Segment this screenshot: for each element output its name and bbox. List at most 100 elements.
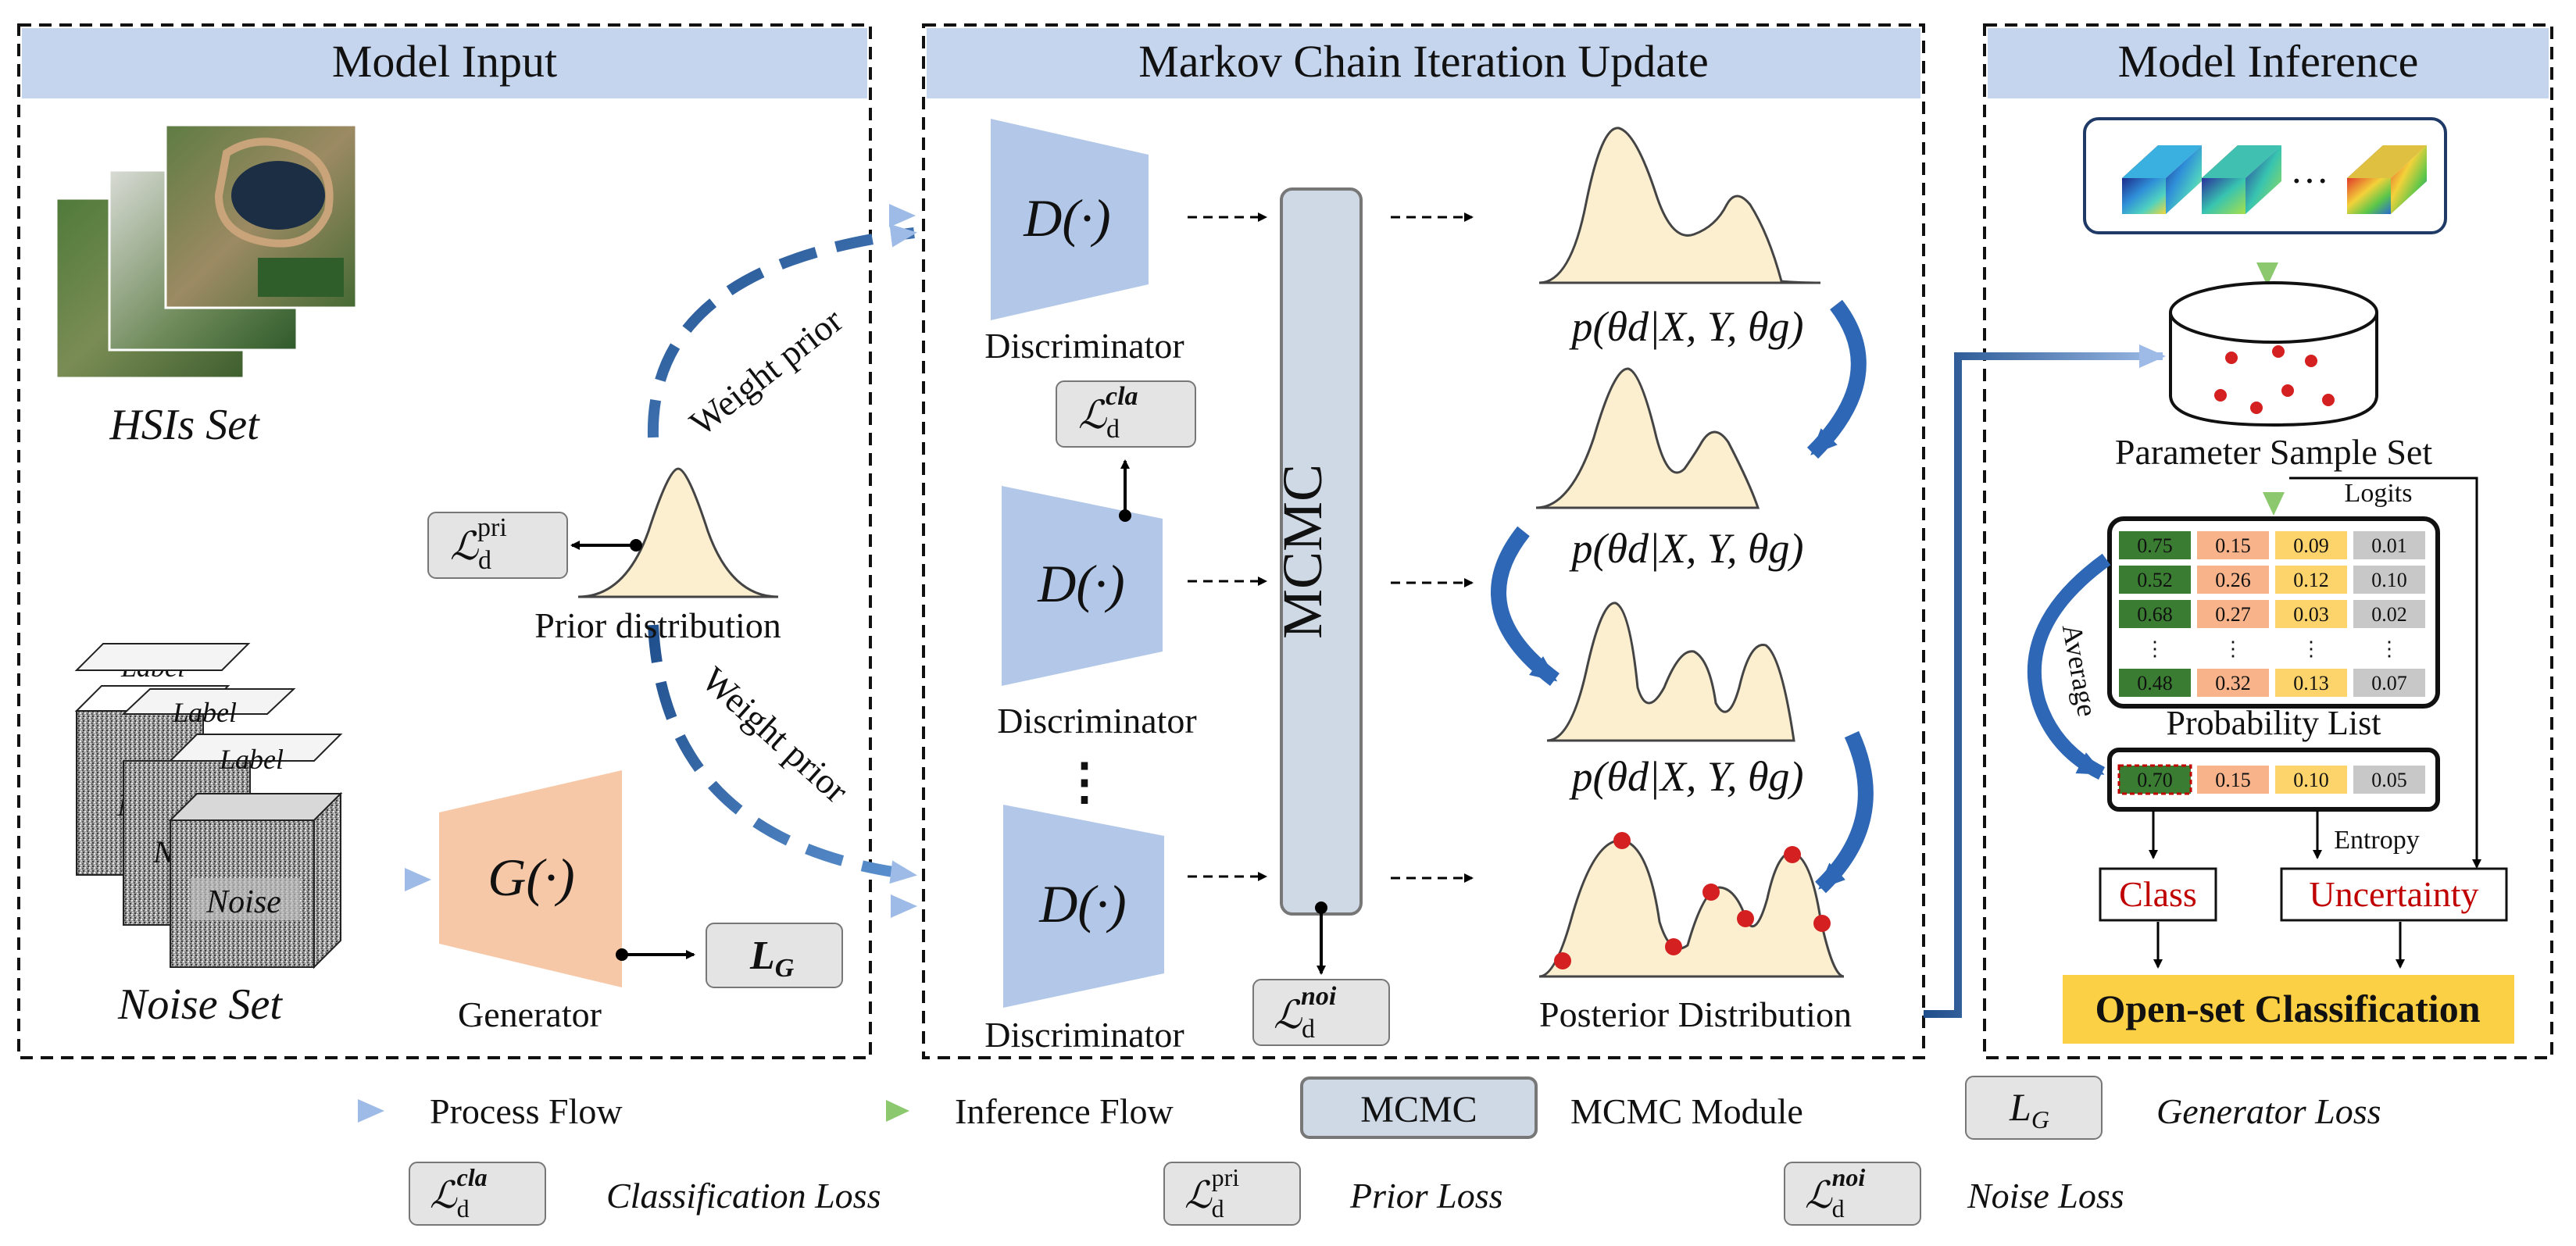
hsi-cube-thumbnails — [2122, 145, 2427, 214]
generator-symbol: G(·) — [488, 848, 574, 907]
svg-text:LG: LG — [2009, 1085, 2049, 1134]
markov-panel-frame — [922, 23, 1925, 1059]
prob-cell-bg — [2275, 600, 2347, 628]
noise-loss-box: ℒdnoi — [1252, 979, 1390, 1046]
legend-prior-loss-label: Prior Loss — [1349, 1176, 1503, 1216]
legend-noise-loss-box: ℒdnoi — [1784, 1162, 1921, 1226]
prob-cell: 0.52 — [2137, 569, 2173, 591]
discriminator-vertical-ellipsis: ⋮ — [1059, 754, 1109, 809]
class-box — [2099, 867, 2217, 922]
avg-cell-bg — [2197, 766, 2269, 794]
class-label: Class — [2119, 874, 2197, 914]
prob-cell-bg — [2275, 566, 2347, 594]
logits-label: Logits — [2345, 479, 2413, 508]
avg-cell-bg — [2117, 764, 2192, 795]
generator-loss-box: LG — [706, 923, 843, 988]
avg-cell: 0.70 — [2137, 769, 2173, 791]
uncertainty-box — [2280, 867, 2508, 922]
prob-cell-bg — [2119, 600, 2191, 628]
legend-mcmc-module-label: MCMC Module — [1570, 1091, 1803, 1131]
prob-cell-bg — [2353, 531, 2425, 559]
posterior-distribution-label: Posterior Distribution — [1539, 994, 1852, 1034]
chain-arrow-2 — [1491, 526, 1560, 686]
legend-generator-loss-box: LG — [1965, 1076, 2103, 1140]
avg-cell: 0.10 — [2293, 769, 2329, 791]
prob-cell-bg — [2197, 600, 2269, 628]
entropy-label: Entropy — [2334, 826, 2420, 855]
avg-cell-bg — [2275, 766, 2347, 794]
inference-panel-title: Model Inference — [2118, 36, 2419, 87]
prob-cell-bg — [2197, 531, 2269, 559]
openset-classification-box — [2063, 975, 2514, 1044]
posterior-to-sample-set-arrow — [1924, 345, 2166, 1018]
prob-cell: 0.48 — [2137, 672, 2173, 694]
avg-cell-bg — [2353, 766, 2425, 794]
svg-text:LG: LG — [749, 934, 795, 983]
prob-cell: 0.02 — [2371, 603, 2407, 626]
inference-panel-frame — [1983, 23, 2553, 1059]
distribution-1-curve — [1538, 127, 1821, 284]
svg-text:Label: Label — [172, 697, 237, 728]
svg-text:Label: Label — [219, 744, 284, 775]
svg-text:ℒdcla: ℒdcla — [430, 1163, 488, 1223]
parameter-sample-dots — [2214, 345, 2335, 414]
svg-text:ℒdnoi: ℒdnoi — [1274, 982, 1337, 1044]
markov-panel-title: Markov Chain Iteration Update — [1138, 36, 1709, 87]
chain-arrow-3 — [1815, 730, 1874, 894]
prob-cell: 0.10 — [2371, 569, 2407, 591]
prob-cell-bg — [2275, 531, 2347, 559]
prob-cell: 0.07 — [2371, 672, 2407, 694]
weight-prior-lower-arc — [648, 624, 917, 884]
discriminator-3-shape — [1003, 805, 1164, 1008]
openset-classification-label: Open-set Classification — [2095, 987, 2480, 1030]
posterior-sample-points — [1554, 832, 1831, 969]
discriminator-2-shape — [1002, 486, 1163, 686]
parameter-sample-set-label: Parameter Sample Set — [2115, 432, 2432, 472]
input-panel-title: Model Input — [332, 36, 557, 87]
generator-label: Generator — [458, 994, 602, 1034]
prob-cell: ⋮ — [2301, 637, 2321, 660]
prob-cell: 0.01 — [2371, 534, 2407, 557]
prob-cell: 0.12 — [2293, 569, 2329, 591]
noise-cube-stack: Label N Label N Label Noise — [74, 643, 343, 969]
legend-classification-loss-box: ℒdcla — [409, 1162, 546, 1226]
legend-noise-loss-label: Noise Loss — [1967, 1176, 2124, 1216]
chain-arrow-1 — [1806, 299, 1867, 459]
prob-cell-bg — [2119, 566, 2191, 594]
prob-cell: 0.75 — [2137, 534, 2173, 557]
discriminator-2-symbol: D(·) — [1037, 554, 1124, 613]
uncertainty-label: Uncertainty — [2309, 874, 2478, 914]
avg-cell: 0.05 — [2371, 769, 2407, 791]
classification-loss-box: ℒdcla — [1056, 380, 1196, 448]
svg-text:ℒdpri: ℒdpri — [450, 513, 507, 575]
discriminator-1-symbol: D(·) — [1023, 188, 1110, 248]
prob-cell: ⋮ — [2379, 637, 2399, 660]
noise-cube-label: Noise — [205, 884, 281, 920]
legend-generator-loss-label: Generator Loss — [2156, 1091, 2381, 1131]
prob-cell: 0.68 — [2137, 603, 2173, 626]
avg-cell: 0.15 — [2215, 769, 2251, 791]
discriminator-2-label: Discriminator — [997, 701, 1197, 741]
generator-shape — [439, 770, 622, 987]
prob-cell: 0.27 — [2215, 603, 2251, 626]
prob-cell: 0.15 — [2215, 534, 2251, 557]
distribution-2-formula: p(θd|X, Y, θg) — [1569, 525, 1804, 572]
prior-loss-box: ℒdpri — [427, 512, 568, 579]
legend-prior-loss-box: ℒdpri — [1163, 1162, 1301, 1226]
noise-set-label: Noise Set — [117, 980, 283, 1029]
mcmc-label: MCMC — [1271, 464, 1334, 639]
hsi-image-stack — [55, 123, 358, 380]
weight-prior-upper-arc — [647, 223, 917, 438]
distribution-3-formula: p(θd|X, Y, θg) — [1569, 753, 1804, 800]
distribution-2-curve — [1535, 367, 1760, 509]
prob-cell: 0.09 — [2293, 534, 2329, 557]
weight-prior-upper-label: Weight prior — [682, 300, 850, 443]
distribution-3-curve — [1546, 602, 1795, 742]
prob-cell-bg — [2197, 669, 2269, 697]
prob-cell: 0.32 — [2215, 672, 2251, 694]
prob-cell: ⋮ — [2145, 637, 2165, 660]
prob-cell: 0.26 — [2215, 569, 2251, 591]
prob-cell: 0.03 — [2293, 603, 2329, 626]
prob-cell-bg — [2197, 566, 2269, 594]
